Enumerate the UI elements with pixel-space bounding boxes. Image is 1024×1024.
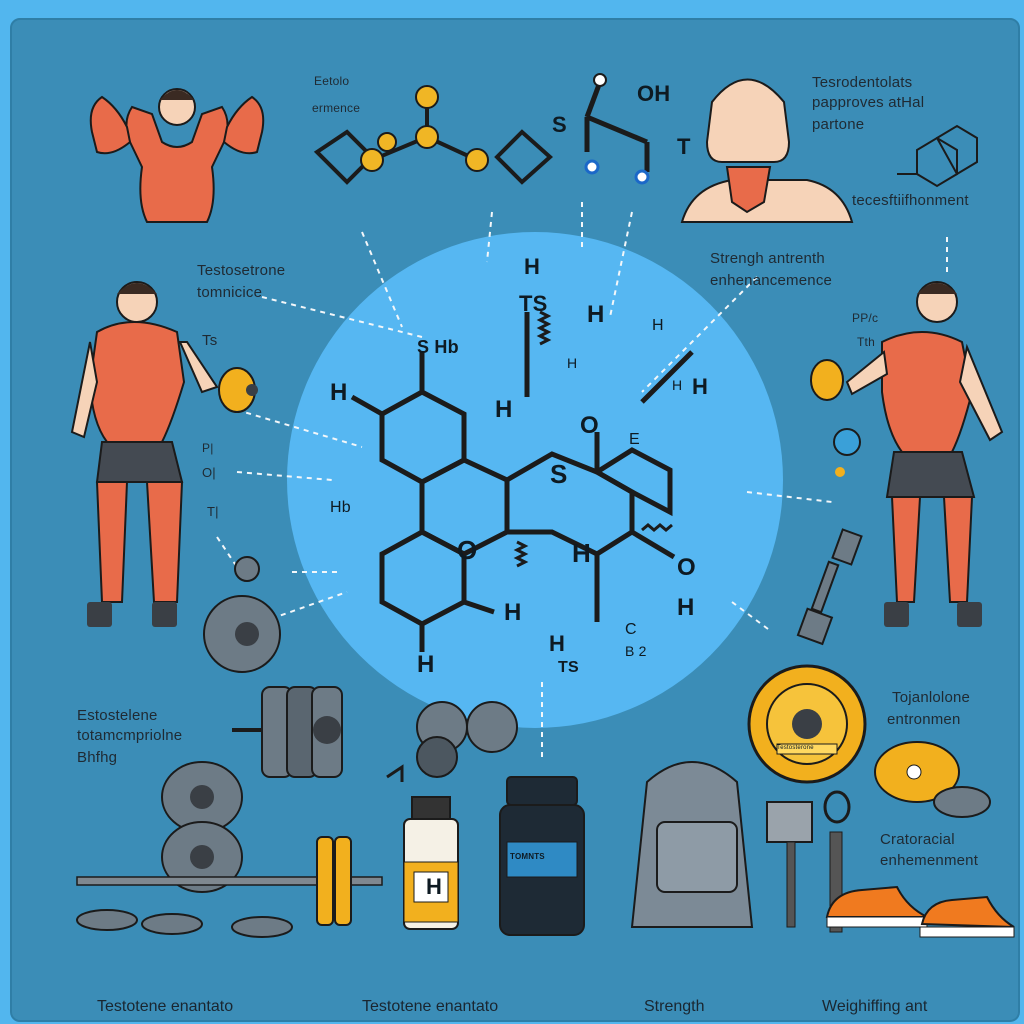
label-bottom-left-1: Estostelene: [77, 707, 158, 724]
atom-h-small: H: [567, 355, 578, 371]
top-molecule-icon: [313, 85, 554, 185]
footer-item-4: Weighiffing ant: [822, 998, 928, 1015]
label-top-left-1: Eetolo: [314, 74, 350, 88]
label-left-o: O|: [202, 465, 216, 480]
atom-h-lower: H: [417, 651, 435, 678]
sneakers: [825, 885, 1015, 938]
label-left-ts: Ts: [202, 332, 218, 349]
label-top-t: T: [677, 134, 691, 159]
atom-o-right: O: [677, 554, 696, 581]
dumbbell-right: [796, 528, 863, 646]
center-circle: [287, 232, 783, 728]
footer-item-1: Testotene enantato: [97, 998, 234, 1015]
standing-man-left: [70, 281, 258, 627]
jar-label: TOMNTS: [510, 852, 545, 861]
plate-label: Testosterone: [777, 745, 814, 751]
label-right-mid-1: Strengh antrenth: [710, 250, 825, 267]
label-top-left-2: ermence: [312, 101, 361, 115]
small-weight: [234, 556, 260, 582]
standing-man-right: [810, 281, 1004, 627]
atom-h-ring: H: [692, 374, 709, 399]
label-bottom-right-3: Cratoracial: [880, 831, 955, 848]
atom-ts-bottom: TS: [558, 659, 579, 676]
bald-head-illustration: [680, 78, 854, 223]
label-top-s: S: [552, 112, 567, 137]
label-left-p: P|: [202, 441, 214, 455]
atom-o-top: O: [580, 412, 599, 439]
label-top-right-3: partone: [812, 116, 865, 133]
dashed-arrows: [216, 202, 948, 762]
label-left-mid-2: tomnicice: [197, 284, 263, 301]
small-hex-icon: [897, 124, 978, 188]
label-right-small-2: Tth: [857, 335, 875, 349]
label-left-mid-1: Testosetrone: [197, 262, 286, 279]
footer-item-2: Testotene enantato: [362, 998, 499, 1015]
label-bottom-left-3: Bhfhg: [77, 749, 118, 766]
atom-c: C: [625, 621, 637, 638]
label-left-tj: T|: [207, 504, 219, 519]
label-top-right-2: papproves atHal: [812, 94, 925, 111]
oh-molecule-icon: [584, 73, 650, 185]
atom-s-hb: S Hb: [417, 337, 459, 357]
ring-5: [592, 447, 673, 517]
atom-h-upper-right: H: [587, 301, 605, 328]
label-top-right-1: Tesrodentolats: [812, 74, 913, 91]
barbell: [76, 836, 383, 926]
atom-h-inner: H: [495, 396, 513, 423]
atom-b2: B 2: [625, 643, 647, 659]
atom-h-top: H: [524, 254, 541, 279]
yellow-plate: [747, 664, 991, 818]
atom-o-center: O: [457, 535, 478, 565]
atom-h-ts: H: [549, 631, 566, 656]
atom-e: E: [629, 431, 640, 448]
backpack: [630, 761, 754, 928]
atom-h-arrow: H: [672, 377, 683, 393]
label-right-small-1: PP/c: [852, 311, 879, 325]
infographic-panel: Eetolo ermence OH S T Tesrodentolats pap…: [10, 18, 1020, 1022]
label-bottom-right-1: Tojanlolone: [892, 689, 971, 706]
label-bottom-right-4: enhemenment: [880, 852, 979, 869]
atom-h-oh: H: [677, 594, 695, 621]
atom-ts-top: TS: [519, 291, 548, 316]
vial: [403, 796, 459, 930]
atom-s-center: S: [550, 459, 568, 489]
atom-hb-left: Hb: [330, 499, 351, 516]
atom-h-right: H: [652, 317, 664, 334]
label-top-right-4: tecesftiifhonment: [852, 192, 969, 209]
hand-grips: [386, 701, 518, 782]
label-bottom-left-2: totamcmpriolne: [77, 727, 183, 744]
vial-label: H: [426, 874, 443, 899]
molecule-structure: [350, 312, 694, 652]
atom-h-mid: H: [572, 538, 591, 568]
illustration-canvas: [70, 73, 1015, 938]
weight-plates-left: [76, 595, 343, 938]
label-right-mid-2: enhenancemence: [710, 272, 833, 289]
footer-item-3: Strength: [644, 998, 705, 1015]
supplement-jar: [499, 776, 585, 936]
atom-h-left: H: [330, 379, 348, 406]
flexing-man-illustration: [89, 88, 265, 223]
label-bottom-right-2: entronmen: [887, 711, 961, 728]
label-top-oh: OH: [637, 81, 671, 106]
atom-h-bottom: H: [504, 599, 522, 626]
wavy-bonds: [513, 310, 673, 568]
